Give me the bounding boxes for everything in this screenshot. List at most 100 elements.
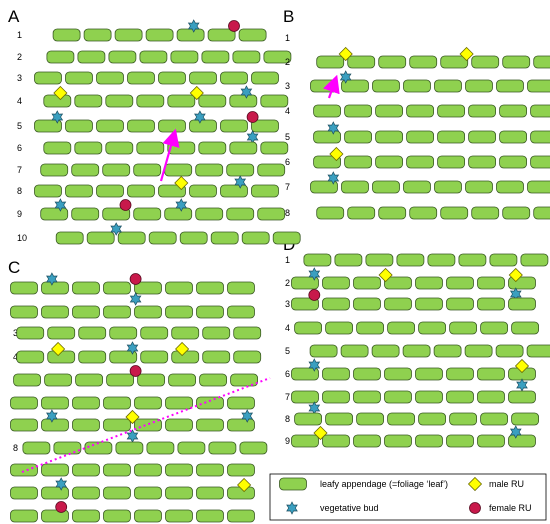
- leaf-appendage: [165, 418, 193, 432]
- leaf-appendage: [468, 104, 497, 118]
- leaf-row: 6: [10, 396, 255, 410]
- leaf-appendage: [496, 79, 524, 93]
- leaf-appendage: [365, 253, 394, 267]
- leaf-appendage: [403, 79, 431, 93]
- panel-letter-c: C: [8, 258, 20, 277]
- row-number: 8: [285, 414, 290, 424]
- leaf-appendage: [220, 119, 248, 133]
- leaf-appendage: [108, 50, 137, 64]
- row-number: 4: [285, 106, 290, 116]
- leaf-appendage: [102, 207, 131, 221]
- vegetative-bud-icon: [308, 267, 321, 281]
- leaf-appendage: [499, 104, 528, 118]
- leaf-appendage: [78, 326, 107, 340]
- vegetative-bud-icon: [286, 501, 298, 515]
- leaf-appendage: [229, 94, 258, 108]
- leaf-appendage: [530, 130, 550, 144]
- leaf-appendage: [415, 434, 443, 448]
- leaf-appendage: [406, 130, 435, 144]
- vegetative-bud-icon: [516, 378, 528, 392]
- leaf-appendage: [109, 350, 138, 364]
- leaf-appendage: [65, 119, 93, 133]
- leaf-appendage: [220, 71, 248, 85]
- vegetative-bud-icon: [126, 341, 139, 355]
- leaf-appendage: [134, 486, 162, 500]
- leaf-appendage: [530, 155, 550, 169]
- leaf-appendage: [165, 281, 193, 295]
- leaf-appendage: [471, 206, 500, 220]
- leaf-appendage: [103, 486, 131, 500]
- leaf-appendage: [260, 141, 289, 155]
- row-number: 3: [17, 73, 22, 83]
- leaf-appendage: [55, 231, 84, 245]
- leaf-appendage: [105, 94, 134, 108]
- leaf-appendage: [372, 79, 400, 93]
- leaf-row: 5: [17, 110, 279, 144]
- leaf-appendage: [140, 350, 169, 364]
- leaf-appendage: [16, 326, 45, 340]
- leaf-row: 4: [285, 321, 540, 335]
- leaf-appendage: [313, 155, 342, 169]
- leaf-appendage: [127, 119, 155, 133]
- leaf-appendage: [440, 55, 469, 69]
- leaf-row: 4: [17, 85, 289, 108]
- leaf-appendage: [309, 344, 338, 358]
- legend-female-label: female RU: [489, 503, 532, 513]
- leaf-appendage: [322, 434, 350, 448]
- leaf-appendage: [471, 55, 500, 69]
- arrow-b: [323, 74, 340, 99]
- leaf-appendage: [136, 141, 165, 155]
- leaf-appendage: [75, 373, 103, 387]
- leaf-row: 11: [10, 501, 255, 523]
- leaf-appendage: [387, 412, 416, 426]
- female-ru-icon: [119, 199, 132, 211]
- leaf-appendage: [499, 130, 528, 144]
- leaf-appendage: [415, 276, 443, 290]
- panel-c: 1234567891011: [10, 272, 268, 523]
- leaf-appendage: [291, 390, 319, 404]
- row-number: 8: [17, 186, 22, 196]
- leaf-row: 10: [17, 222, 301, 245]
- row-number: 5: [17, 121, 22, 131]
- leaf-appendage: [446, 434, 474, 448]
- leaf-appendage: [171, 326, 200, 340]
- vegetative-bud-icon: [110, 222, 123, 236]
- leaf-appendage: [74, 141, 103, 155]
- leaf-appendage: [322, 297, 350, 311]
- leaf-appendage: [227, 281, 255, 295]
- leaf-appendage: [499, 155, 528, 169]
- leaf-appendage: [440, 206, 469, 220]
- leaf-appendage: [508, 390, 536, 404]
- leaf-row: 1: [10, 272, 255, 306]
- leaf-appendage: [196, 396, 224, 410]
- leaf-appendage: [71, 163, 100, 177]
- legend-male-label: male RU: [489, 479, 524, 489]
- row-number: 6: [17, 143, 22, 153]
- row-number: 8: [13, 443, 18, 453]
- leaf-appendage: [96, 184, 124, 198]
- leaf-appendage: [167, 94, 196, 108]
- dotted-line-c: [21, 377, 271, 473]
- leaf-appendage: [196, 486, 224, 500]
- leaf-appendage: [294, 321, 323, 335]
- leaf-appendage: [179, 231, 208, 245]
- leaf-appendage: [72, 396, 100, 410]
- leaf-appendage: [84, 441, 113, 455]
- vegetative-bud-icon: [234, 175, 247, 189]
- leaf-row: 9: [17, 198, 286, 221]
- vegetative-bud-icon: [327, 121, 340, 135]
- leaf-appendage: [34, 71, 62, 85]
- vegetative-bud-icon: [175, 198, 188, 212]
- male-ru-icon: [237, 477, 252, 493]
- leaf-appendage: [10, 418, 38, 432]
- leaf-appendage: [133, 207, 162, 221]
- leaf-appendage: [196, 418, 224, 432]
- leaf-appendage: [127, 71, 155, 85]
- leaf-appendage: [458, 253, 487, 267]
- male-ru-icon: [175, 341, 190, 357]
- row-number: 4: [13, 352, 18, 362]
- leaf-appendage: [446, 297, 474, 311]
- leaf-appendage: [353, 390, 381, 404]
- leaf-appendage: [78, 350, 107, 364]
- leaf-appendage: [232, 50, 261, 64]
